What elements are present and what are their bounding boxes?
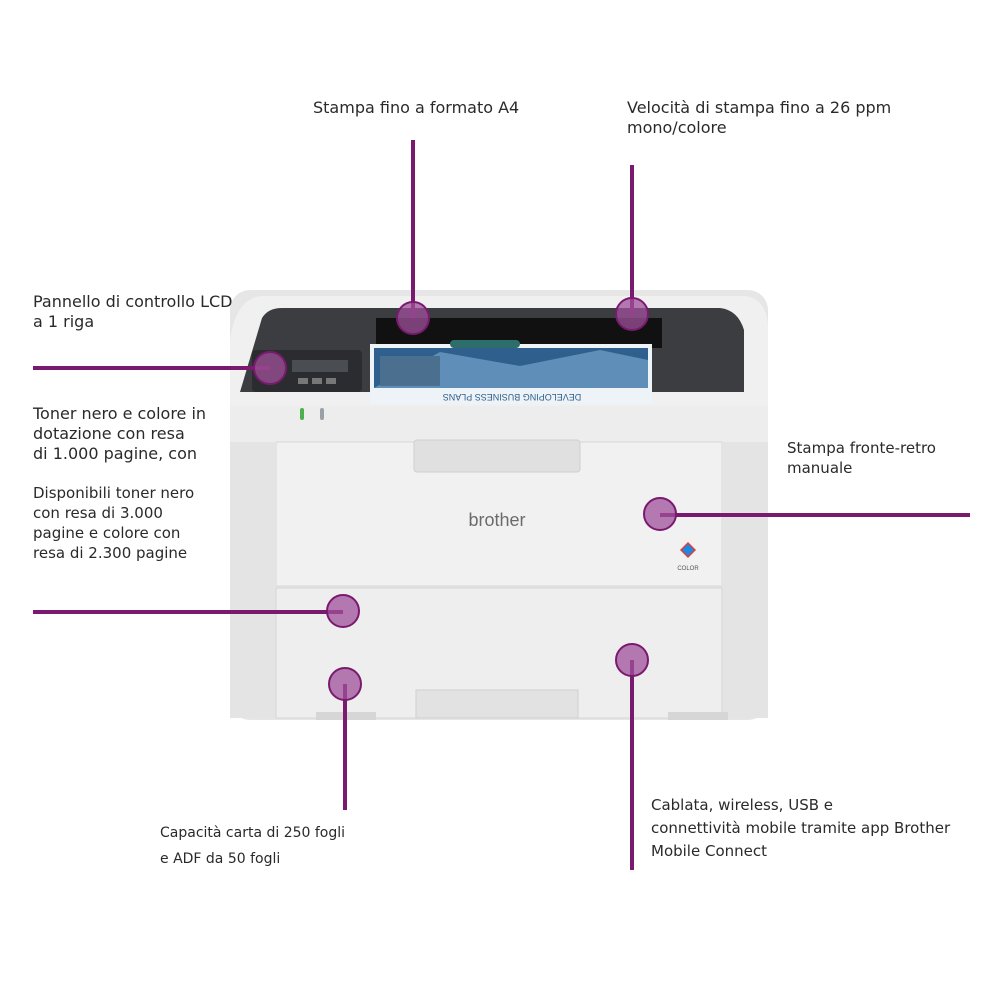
callout-toner: Toner nero e colore in dotazione con res…: [33, 404, 207, 463]
callout-paper: Capacità carta di 250 fogli e ADF da 50 …: [160, 825, 346, 867]
status-led: [300, 408, 304, 420]
printed-page: DEVELOPING BUSINESS PLANS: [370, 340, 652, 404]
left-side: [230, 442, 276, 718]
callout-speed: Velocità di stampa fino a 26 ppm mono/co…: [627, 98, 892, 137]
line-a4: [411, 140, 415, 318]
paper-print-text: DEVELOPING BUSINESS PLANS: [443, 392, 582, 402]
lid-edge: [230, 406, 768, 442]
svg-text:COLOR: COLOR: [677, 566, 699, 572]
front-handle: [413, 439, 581, 473]
hotspot-connect: [615, 643, 649, 677]
hotspot-paper: [328, 667, 362, 701]
callout-connect: Cablata, wireless, USB e connettività mo…: [651, 796, 951, 860]
line-duplex: [660, 513, 970, 517]
brand-logo: brother: [468, 510, 525, 530]
callout-lcd: Pannello di controllo LCD a 1 riga: [33, 292, 233, 331]
callout-toner-extra: Disponibili toner nero con resa di 3.000…: [33, 484, 195, 562]
hotspot-toner: [326, 594, 360, 628]
line-connect: [630, 660, 634, 870]
color-badge-icon: COLOR: [677, 542, 699, 572]
hotspot-speed: [615, 297, 649, 331]
line-speed: [630, 165, 634, 315]
right-side: [722, 442, 768, 718]
tray-grip: [415, 689, 579, 719]
hotspot-lcd: [253, 351, 287, 385]
callout-duplex: Stampa fronte-retro manuale: [787, 439, 936, 477]
status-led-2: [320, 408, 324, 420]
line-lcd: [33, 366, 270, 370]
line-paper: [343, 684, 347, 810]
hotspot-a4: [396, 301, 430, 335]
foot-right: [668, 712, 728, 720]
line-toner: [33, 610, 343, 614]
callout-a4: Stampa fino a formato A4: [313, 98, 520, 117]
hotspot-duplex: [643, 497, 677, 531]
